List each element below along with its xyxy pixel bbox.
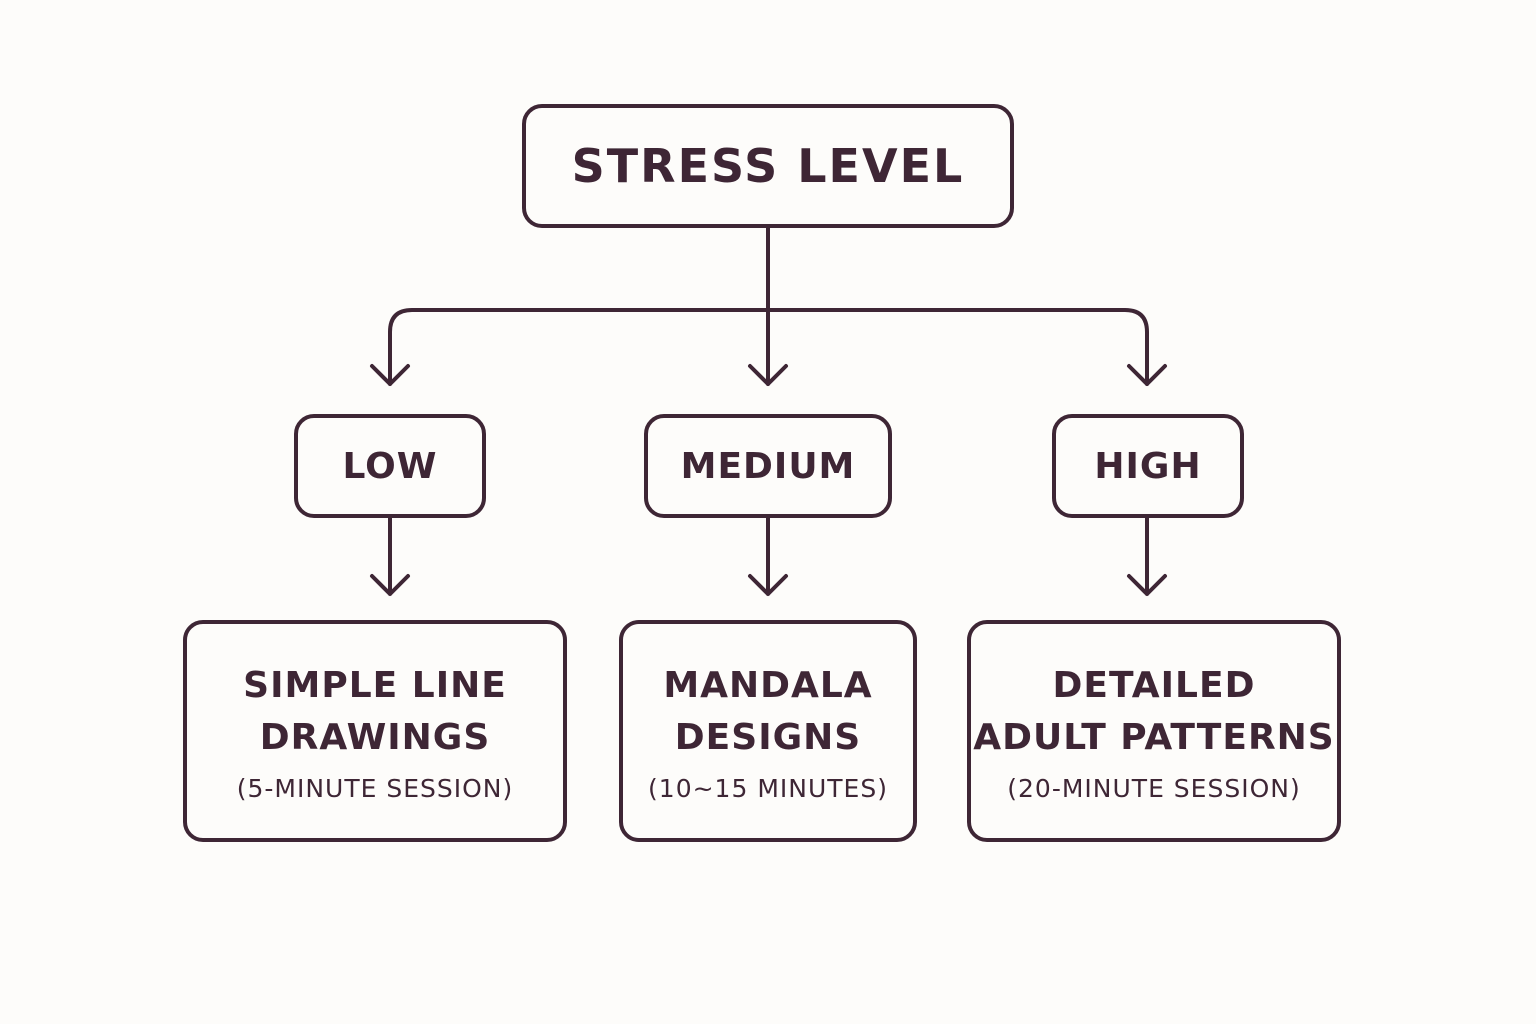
outcome-title-line1: DETAILED	[1052, 664, 1256, 706]
level-node-label: HIGH	[1094, 445, 1202, 487]
outcome-duration: (5-MINUTE SESSION)	[236, 773, 514, 803]
level-node-medium: MEDIUM	[644, 414, 892, 518]
branch-line-left	[388, 308, 770, 386]
outcome-title-line1: SIMPLE LINE	[243, 664, 507, 706]
arrow-medium-to-outcome	[748, 516, 788, 596]
level-node-high: HIGH	[1052, 414, 1244, 518]
outcome-duration: (10~15 MINUTES)	[648, 773, 888, 803]
arrowhead-low	[370, 364, 410, 386]
outcome-node-mandala-designs: MANDALA DESIGNS (10~15 MINUTES)	[619, 620, 917, 842]
arrowhead-medium	[748, 364, 788, 386]
arrow-high-to-outcome	[1127, 516, 1167, 596]
outcome-title-line1: MANDALA	[663, 664, 873, 706]
root-node-stress-level: STRESS LEVEL	[522, 104, 1014, 228]
branch-line-right	[766, 308, 1149, 386]
level-node-low: LOW	[294, 414, 486, 518]
outcome-node-simple-line-drawings: SIMPLE LINE DRAWINGS (5-MINUTE SESSION)	[183, 620, 567, 842]
arrow-low-to-outcome	[370, 516, 410, 596]
outcome-title-line2: DRAWINGS	[259, 716, 491, 758]
outcome-duration: (20-MINUTE SESSION)	[1007, 773, 1301, 803]
outcome-node-detailed-adult-patterns: DETAILED ADULT PATTERNS (20-MINUTE SESSI…	[967, 620, 1341, 842]
arrowhead-high	[1127, 364, 1167, 386]
root-node-label: STRESS LEVEL	[571, 139, 965, 193]
level-node-label: MEDIUM	[680, 445, 856, 487]
outcome-title-line2: ADULT PATTERNS	[973, 716, 1335, 758]
level-node-label: LOW	[342, 445, 438, 487]
outcome-title-line2: DESIGNS	[674, 716, 862, 758]
